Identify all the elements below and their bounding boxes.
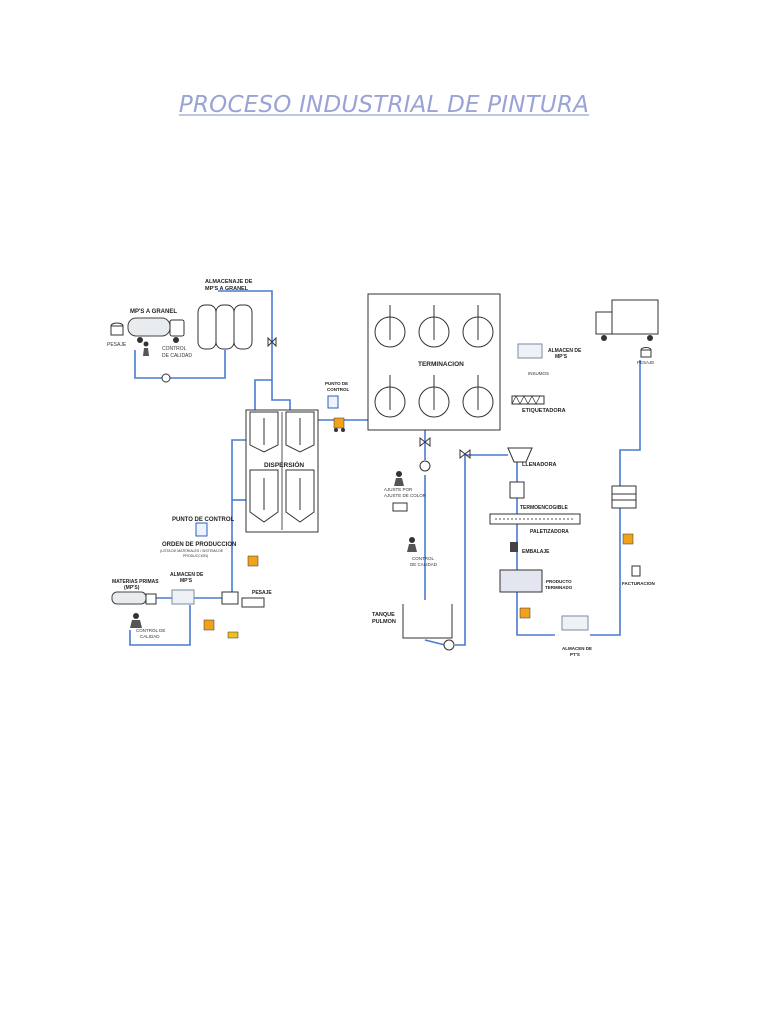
almacen-pts-label: ALMACEN DE PT'S xyxy=(562,646,593,657)
valve-icon xyxy=(419,436,431,448)
pallet-icon xyxy=(499,569,543,593)
embalaje-label: EMBALAJE xyxy=(522,549,550,555)
warehouse-icon xyxy=(561,615,589,631)
forklift-icon xyxy=(247,555,259,567)
scale-icon xyxy=(640,347,652,358)
buffer-tank-icon xyxy=(402,604,453,639)
almacen-mps-right-label: ALMACEN DE MP'S xyxy=(548,348,583,360)
paletizadora-label: PALETIZADORA xyxy=(530,529,569,535)
packaging-icon xyxy=(510,542,518,552)
shelf-icon xyxy=(221,591,239,605)
llenadora-label: LLENADORA xyxy=(522,462,557,468)
filler-icon xyxy=(507,447,533,463)
bulk-truck-icon xyxy=(127,317,185,343)
forklift-icon xyxy=(622,533,634,545)
cart-icon xyxy=(392,502,408,512)
operator-icon xyxy=(394,471,404,486)
valve-icon xyxy=(267,336,277,348)
forklift-icon xyxy=(333,417,345,432)
control-calidad-bottom-label: CONTROL DE CALIDAD xyxy=(136,628,167,639)
tanque-pulmon-label: TANQUE PULMON xyxy=(372,612,396,625)
punto-control-small-label: PUNTO DE CONTROL xyxy=(325,381,349,392)
pesaje-right-label: PESAJE xyxy=(637,360,654,365)
pesaje-bottom-label: PESAJE xyxy=(252,590,272,596)
almacen-mps-left-label: ALMACEN DE MP'S xyxy=(170,572,205,584)
valve-icon xyxy=(459,448,471,460)
mps-granel-label: MP'S A GRANEL xyxy=(130,309,177,315)
pesaje-left-label: PESAJE xyxy=(107,342,127,348)
shelf-icon xyxy=(611,485,637,509)
dispersion-unit xyxy=(245,409,319,533)
warehouse-icon xyxy=(171,589,195,605)
insumos-label: INSUMOS xyxy=(528,371,549,376)
control-calidad-mid-label: CONTROL DE CALIDAD xyxy=(410,556,438,567)
inspector-icon xyxy=(407,537,417,552)
terminacion-unit xyxy=(367,293,501,431)
pump-icon xyxy=(419,460,431,472)
orden-produccion-label: ORDEN DE PRODUCCION xyxy=(162,542,236,548)
inspector-icon xyxy=(130,613,142,628)
conveyor-icon xyxy=(489,513,581,525)
termoencogible-label: TERMOENCOGIBLE xyxy=(520,505,568,511)
delivery-truck-icon xyxy=(595,299,659,341)
hand-truck-icon xyxy=(227,631,239,639)
container-icon xyxy=(509,481,525,499)
orden-produccion-sub-label: (LISTA DE MATERIALES / SISTEMA DE PRODUC… xyxy=(160,549,224,558)
scale-icon xyxy=(241,597,265,608)
labeler-icon xyxy=(511,395,545,405)
inspector-icon xyxy=(143,341,149,356)
tanker-truck-icon xyxy=(111,591,157,605)
forklift-icon xyxy=(203,619,215,631)
punto-control-label: PUNTO DE CONTROL xyxy=(172,517,235,523)
control-calidad-top-label: CONTROL DE CALIDAD xyxy=(162,346,192,359)
ajuste-color-label: AJUSTE POR AJUSTE DE COLOR xyxy=(384,487,427,498)
clipboard-icon xyxy=(327,395,339,409)
warehouse-icon xyxy=(517,343,543,359)
forklift-icon xyxy=(519,607,531,619)
materias-primas-label: MATERIAS PRIMAS (MP'S) xyxy=(112,579,160,591)
facturacion-label: FACTURACION xyxy=(622,581,655,586)
producto-terminado-label: PRODUCTO TERMINADO xyxy=(545,579,573,590)
page-title: PROCESO INDUSTRIAL DE PINTURA xyxy=(178,92,590,118)
bulk-silos-icon xyxy=(197,304,253,350)
invoice-icon xyxy=(631,565,641,577)
etiquetadora-label: ETIQUETADORA xyxy=(522,408,566,414)
terminacion-label: TERMINACION xyxy=(418,361,464,368)
pump-icon xyxy=(161,373,171,383)
scale-icon xyxy=(110,322,124,336)
clipboard-icon xyxy=(195,522,208,537)
pump-icon xyxy=(443,639,455,651)
dispersion-label: DISPERSIÓN xyxy=(264,460,304,469)
almacenaje-granel-label: ALMACENAJE DE MP'S A GRANEL xyxy=(205,279,254,292)
